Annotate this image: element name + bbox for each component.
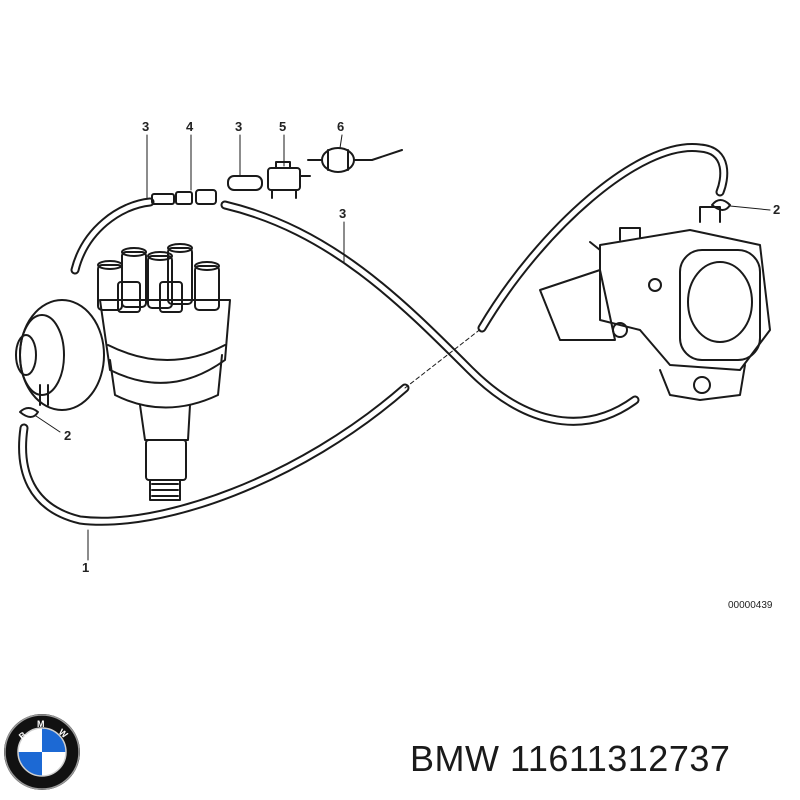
svg-text:M: M xyxy=(37,719,45,729)
clip-2-right xyxy=(711,199,731,211)
callout-6: 6 xyxy=(337,119,344,134)
svg-text:B: B xyxy=(17,729,29,741)
part-number: 11611312737 xyxy=(510,738,731,779)
hose-3-long xyxy=(220,200,640,426)
filter-6 xyxy=(307,147,403,173)
callout-3-mid: 3 xyxy=(339,206,346,221)
reference-number: 00000439 xyxy=(728,600,773,611)
distributor xyxy=(15,243,231,501)
bmw-roundel-logo: B M W xyxy=(4,714,80,790)
part-caption: BMW 11611312737 xyxy=(410,738,730,780)
callout-2-right: 2 xyxy=(773,202,780,217)
throttle-body xyxy=(539,206,771,401)
hose-3-left xyxy=(70,197,155,275)
leader-2-right xyxy=(729,205,771,211)
callout-1: 1 xyxy=(82,560,89,575)
connector-3-small-hose xyxy=(227,175,263,191)
callout-2-left: 2 xyxy=(64,428,71,443)
leader-2-left xyxy=(35,415,61,433)
callout-5: 5 xyxy=(279,119,286,134)
leader-6 xyxy=(339,134,343,149)
clip-2-left xyxy=(19,407,39,418)
callout-3-top-mid: 3 xyxy=(235,119,242,134)
valve-5 xyxy=(267,161,311,199)
brand-name: BMW xyxy=(410,738,500,779)
callout-3-top-left: 3 xyxy=(142,119,149,134)
callout-4: 4 xyxy=(186,119,194,134)
connector-4 xyxy=(151,189,217,205)
